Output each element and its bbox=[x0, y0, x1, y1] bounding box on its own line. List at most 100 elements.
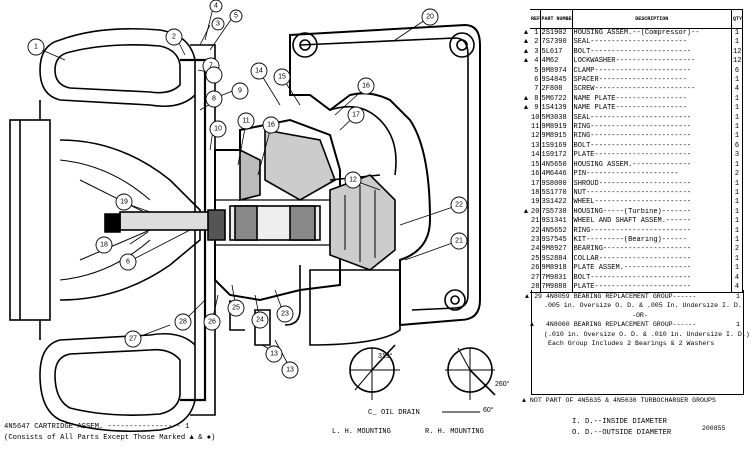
row-description: CLAMP----------------------- bbox=[572, 66, 732, 77]
row-mark bbox=[522, 245, 530, 254]
row-mark bbox=[522, 264, 530, 273]
row-mark bbox=[522, 114, 530, 123]
rh-mounting-label: R. H. MOUNTING bbox=[425, 428, 484, 436]
row-description: WHEEL----------------------- bbox=[572, 198, 732, 208]
group1-block: ▲29 4N8059 BEARING REPLACEMENT GROUP----… bbox=[525, 293, 750, 348]
callout-10: 10 bbox=[214, 126, 222, 133]
row-part-number: 9S2884 bbox=[540, 254, 573, 265]
callout-4: 4 bbox=[214, 3, 218, 10]
row-ref: 14 bbox=[530, 151, 541, 161]
row-ref: 25 bbox=[530, 254, 541, 265]
row-description: SEAL------------------------ bbox=[572, 113, 732, 124]
row-part-number: 9S8000 bbox=[540, 179, 573, 189]
callout-12: 12 bbox=[349, 177, 357, 184]
row-mark bbox=[522, 255, 530, 264]
row-description: KIT---------(Bearing)------ bbox=[572, 235, 732, 246]
row-ref: 18 bbox=[530, 188, 541, 199]
table-footnote: ▲ NOT PART OF 4N5635 & 4N5636 TURBOCHARG… bbox=[522, 397, 716, 404]
row-qty: 4 bbox=[731, 282, 743, 294]
callout-17: 17 bbox=[352, 112, 360, 119]
row-mark bbox=[522, 170, 530, 179]
row-ref: 9 bbox=[530, 104, 541, 114]
row-part-number: 4N5650 bbox=[540, 160, 573, 171]
row-ref: 12 bbox=[530, 132, 541, 142]
callout-1: 1 bbox=[34, 44, 38, 51]
row-ref: 20 bbox=[530, 207, 541, 218]
row-ref: 15 bbox=[530, 160, 541, 171]
callout-6: 6 bbox=[126, 259, 130, 266]
legend-od: O. D.--OUTSIDE DIAMETER bbox=[572, 429, 672, 437]
callout-15: 15 bbox=[278, 74, 286, 81]
row-qty: 1 bbox=[731, 264, 743, 274]
row-qty: 1 bbox=[731, 198, 743, 208]
row-qty: 6 bbox=[731, 66, 743, 77]
row-ref: 13 bbox=[530, 141, 541, 152]
angle-rh: 260° bbox=[495, 380, 510, 388]
row-part-number: 5M3038 bbox=[540, 113, 573, 124]
row-qty: 1 bbox=[731, 104, 743, 114]
row-qty: 1 bbox=[731, 235, 743, 246]
row-mark bbox=[522, 85, 530, 94]
lh-mounting-label: L. H. MOUNTING bbox=[332, 428, 391, 436]
row-qty: 2 bbox=[731, 170, 743, 180]
callout-13: 13 bbox=[270, 351, 278, 358]
callout-2: 2 bbox=[172, 34, 176, 41]
row-qty: 1 bbox=[731, 76, 743, 86]
row-description: LOCKWASHER------------------- bbox=[572, 57, 732, 67]
row-ref: 11 bbox=[530, 123, 541, 133]
callout-26: 26 bbox=[208, 319, 216, 326]
row-qty: 1 bbox=[731, 132, 743, 142]
turbocharger-sectional-diagram: 1 2 4 3 5 7 8 9 10 11 16 12 13 14 15 16 … bbox=[9, 0, 510, 433]
row-description: HOUSING-----(Turbine)------- bbox=[572, 207, 732, 218]
compressor-housing bbox=[39, 27, 196, 108]
parts-table-header: REF NO PART NUMBER DESCRIPTION QTY bbox=[522, 9, 743, 29]
row-part-number: 3S1422 bbox=[540, 198, 573, 208]
row-description: SHROUD---------------------- bbox=[572, 179, 732, 189]
row-qty: 1 bbox=[731, 188, 743, 199]
parts-table: REF NO PART NUMBER DESCRIPTION QTY ▲12S1… bbox=[522, 9, 743, 294]
row-qty: 4 bbox=[731, 85, 743, 95]
row-description: COLLAR---------------------- bbox=[572, 254, 732, 265]
row-mark bbox=[522, 227, 530, 236]
row-description: PLATE----------------------- bbox=[572, 282, 732, 294]
row-qty: 2 bbox=[731, 245, 743, 255]
row-part-number: 9M8919 bbox=[540, 123, 573, 133]
row-qty: 1 bbox=[731, 28, 743, 39]
row-mark bbox=[522, 123, 530, 132]
row-mark bbox=[522, 236, 530, 245]
turbine-wheel bbox=[329, 174, 396, 271]
row-ref: 22 bbox=[530, 226, 541, 236]
row-mark bbox=[522, 142, 530, 151]
callout-13b: 13 bbox=[286, 367, 294, 374]
row-ref: 5 bbox=[530, 66, 541, 77]
row-ref: 26 bbox=[530, 264, 541, 274]
row-mark: ▲ bbox=[523, 207, 529, 216]
header-description: DESCRIPTION bbox=[572, 9, 732, 29]
row-description: HOUSING ASSEM.-------------- bbox=[572, 160, 732, 171]
callout-27: 27 bbox=[129, 336, 137, 343]
row-part-number: 1S4139 bbox=[540, 104, 573, 114]
row-qty: 1 bbox=[731, 179, 743, 189]
callout-25: 25 bbox=[232, 305, 240, 312]
row-part-number: 7S5738 bbox=[540, 207, 573, 218]
row-ref: 19 bbox=[530, 198, 541, 208]
row-description: PLATE ASSEM.---------------- bbox=[572, 264, 732, 274]
callout-8: 8 bbox=[212, 96, 216, 103]
row-ref: 4 bbox=[530, 57, 541, 67]
row-qty: 1 bbox=[731, 123, 743, 133]
row-part-number: 9M8918 bbox=[540, 264, 573, 274]
row-ref: 24 bbox=[530, 245, 541, 255]
